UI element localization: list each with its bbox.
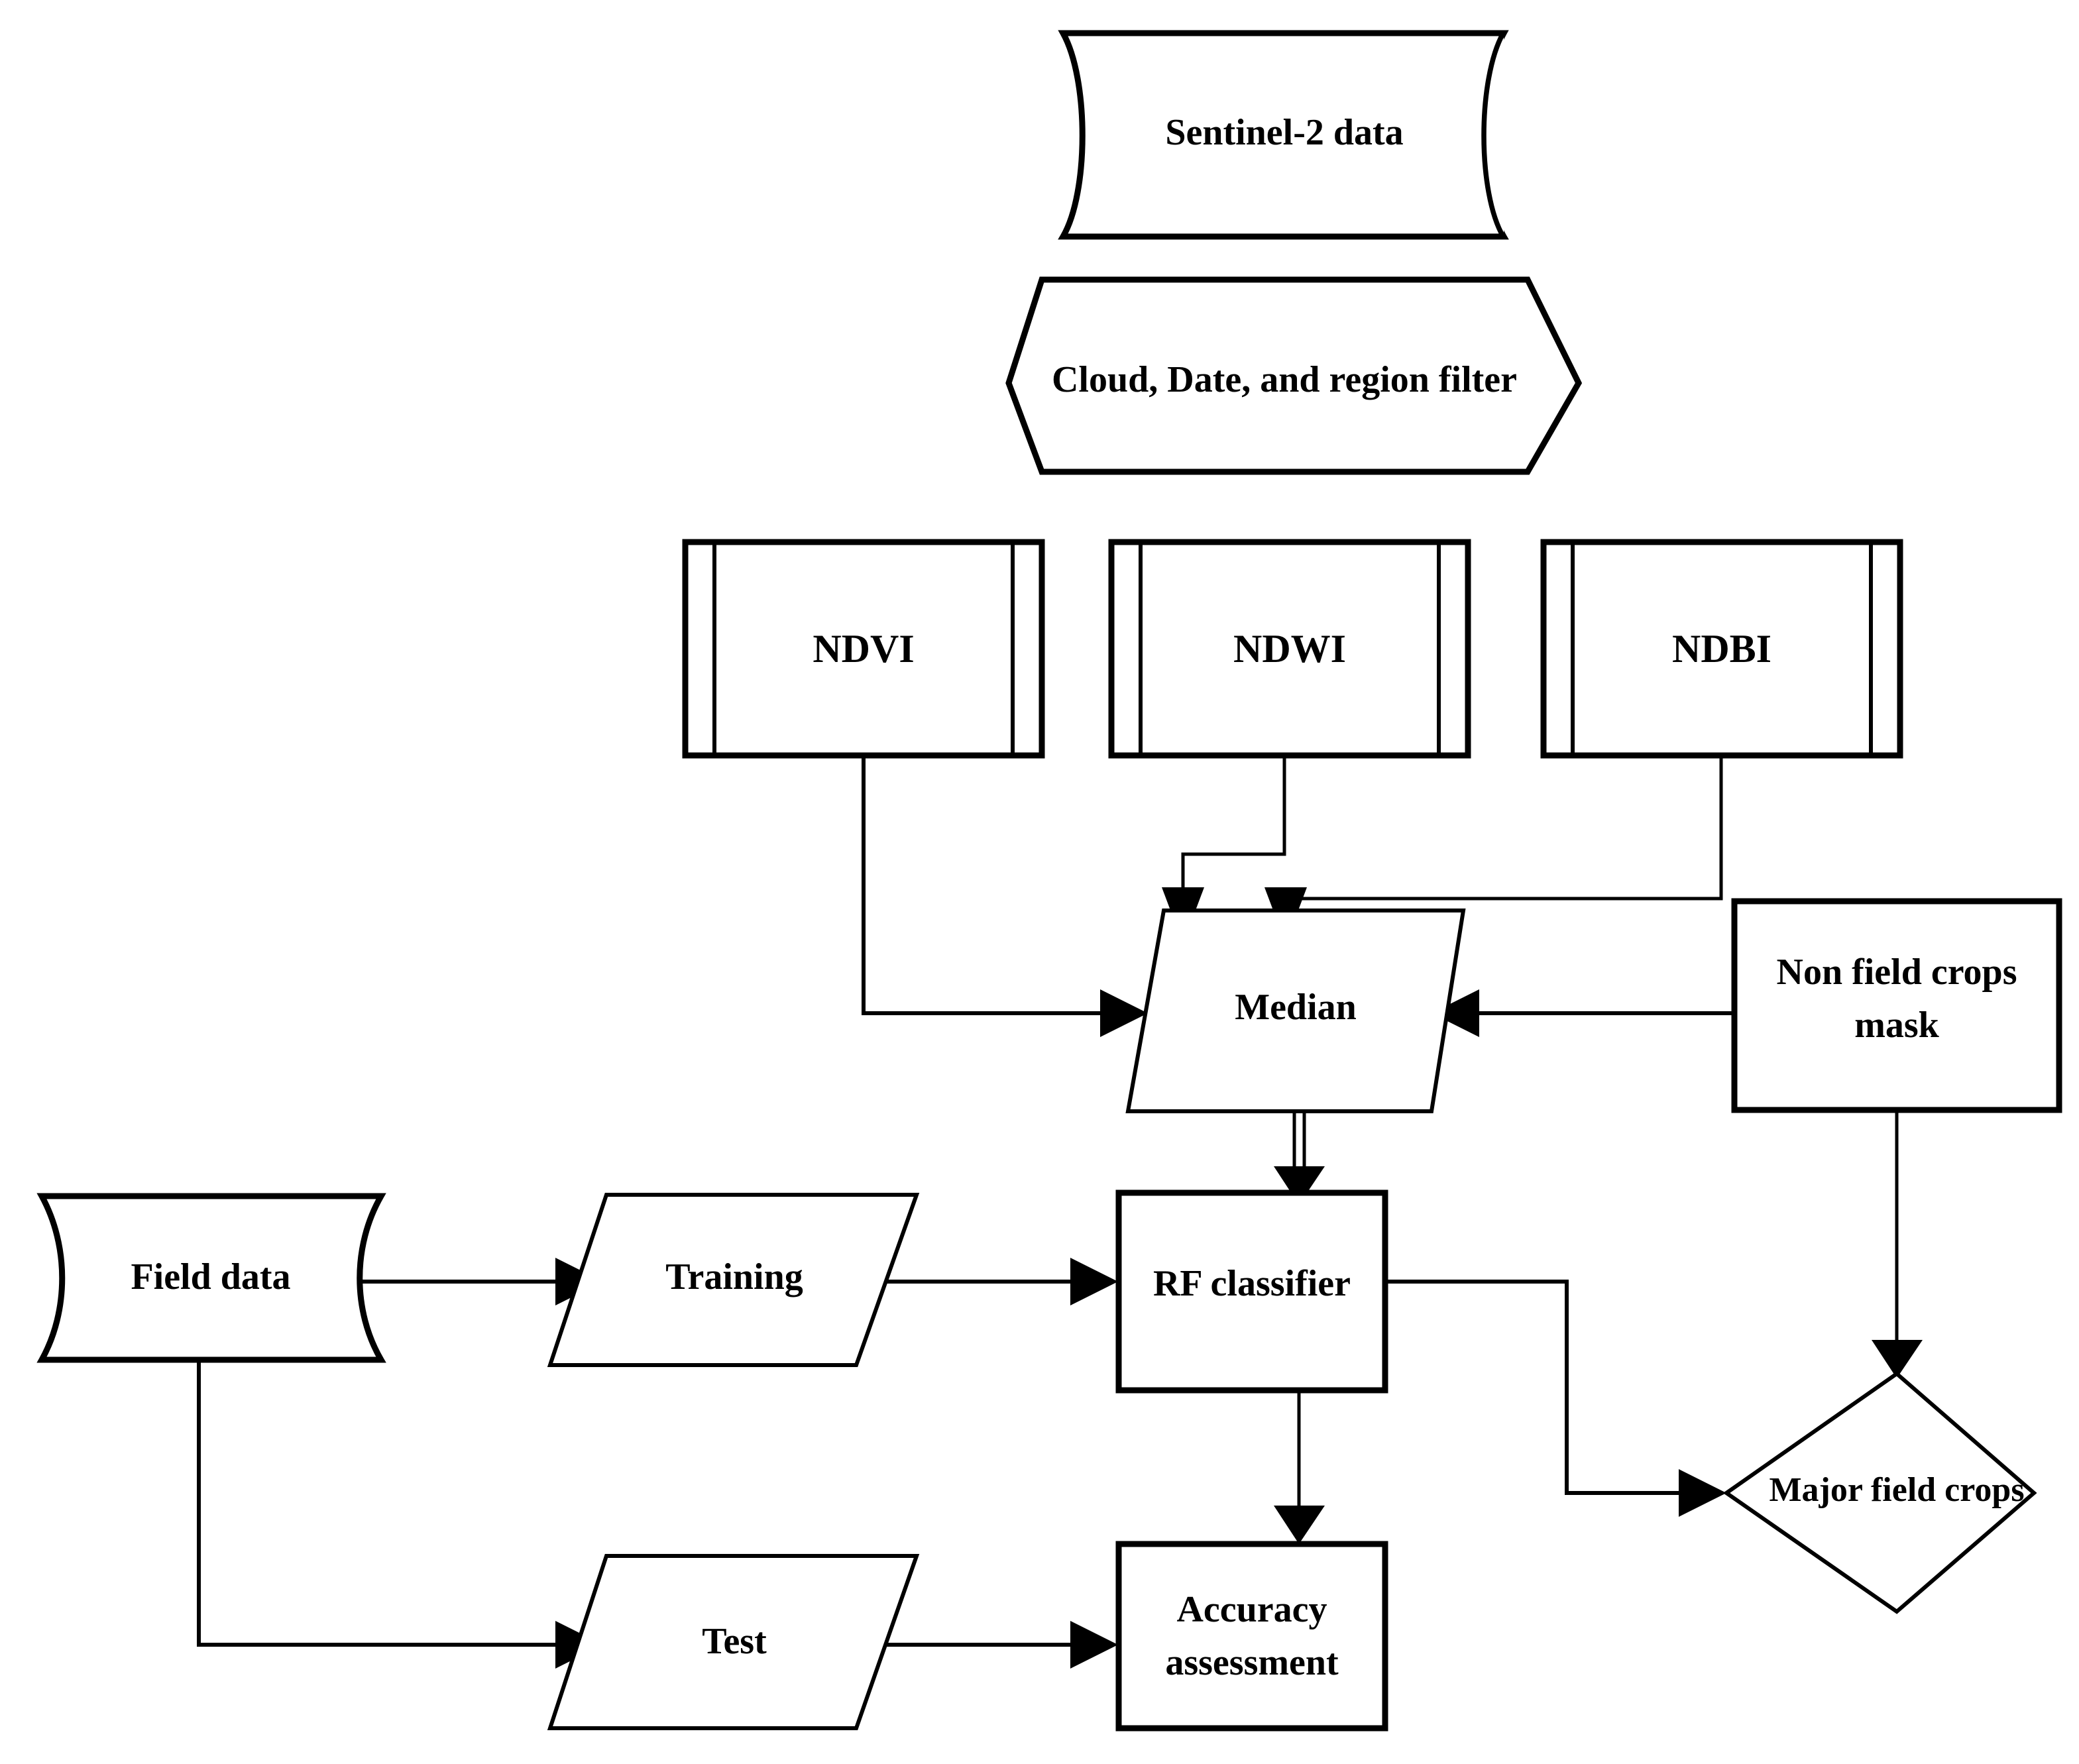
node-ndvi[interactable]: NDVI: [682, 539, 1045, 759]
test-label: Test: [702, 1621, 767, 1662]
node-median[interactable]: Median: [1125, 909, 1466, 1113]
major-field-crops-label: Major field crops: [1769, 1471, 2024, 1509]
node-ndbi[interactable]: NDBI: [1540, 539, 1903, 759]
field-data-label: Field data: [131, 1256, 290, 1297]
non-field-crops-mask-label-line1: Non field crops: [1777, 952, 2017, 993]
ndwi-label: NDWI: [1233, 627, 1346, 671]
node-accuracy-assessment[interactable]: Accuracy assessment: [1115, 1541, 1388, 1732]
accuracy-assessment-label-line1: Accuracy: [1176, 1589, 1327, 1630]
node-field-data[interactable]: Field data: [36, 1193, 386, 1363]
non-field-crops-mask-label-line2: mask: [1854, 1005, 1939, 1046]
cloud-date-region-filter-label: Cloud, Date, and region filter: [1052, 359, 1517, 400]
edge-fielddata-to-test: [197, 1360, 603, 1669]
connectors-layer: [197, 757, 1923, 1669]
ndvi-label: NDVI: [813, 627, 914, 671]
ndbi-label: NDBI: [1672, 627, 1771, 671]
edge-median-to-rf: [1274, 1111, 1325, 1205]
median-label: Median: [1235, 987, 1357, 1028]
node-test[interactable]: Test: [547, 1554, 920, 1730]
edge-rf-to-accuracy: [1274, 1390, 1325, 1544]
edge-training-to-rf: [885, 1258, 1118, 1305]
node-cloud-date-region-filter[interactable]: Cloud, Date, and region filter: [1005, 276, 1583, 475]
training-label: Training: [665, 1256, 803, 1297]
edge-fielddata-to-training: [351, 1258, 603, 1305]
edge-test-to-accuracy: [866, 1621, 1118, 1669]
edge-mask-to-majorcrops: [1872, 1110, 1923, 1378]
node-training[interactable]: Training: [547, 1193, 920, 1367]
edge-ndvi-to-median: [862, 757, 1148, 1037]
node-major-field-crops[interactable]: Major field crops: [1722, 1371, 2037, 1614]
edge-rf-to-majorcrops: [1385, 1280, 1726, 1517]
node-non-field-crops-mask[interactable]: Non field crops mask: [1731, 898, 2062, 1113]
accuracy-assessment-label-line2: assessment: [1165, 1642, 1339, 1683]
edge-mask-to-median: [1432, 989, 1734, 1037]
node-sentinel-2-data[interactable]: Sentinel-2 data: [1058, 30, 1509, 240]
rf-classifier-label: RF classifier: [1153, 1263, 1351, 1304]
node-rf-classifier[interactable]: RF classifier: [1115, 1189, 1388, 1394]
node-ndwi[interactable]: NDWI: [1108, 539, 1471, 759]
sentinel-2-data-label: Sentinel-2 data: [1165, 112, 1403, 153]
